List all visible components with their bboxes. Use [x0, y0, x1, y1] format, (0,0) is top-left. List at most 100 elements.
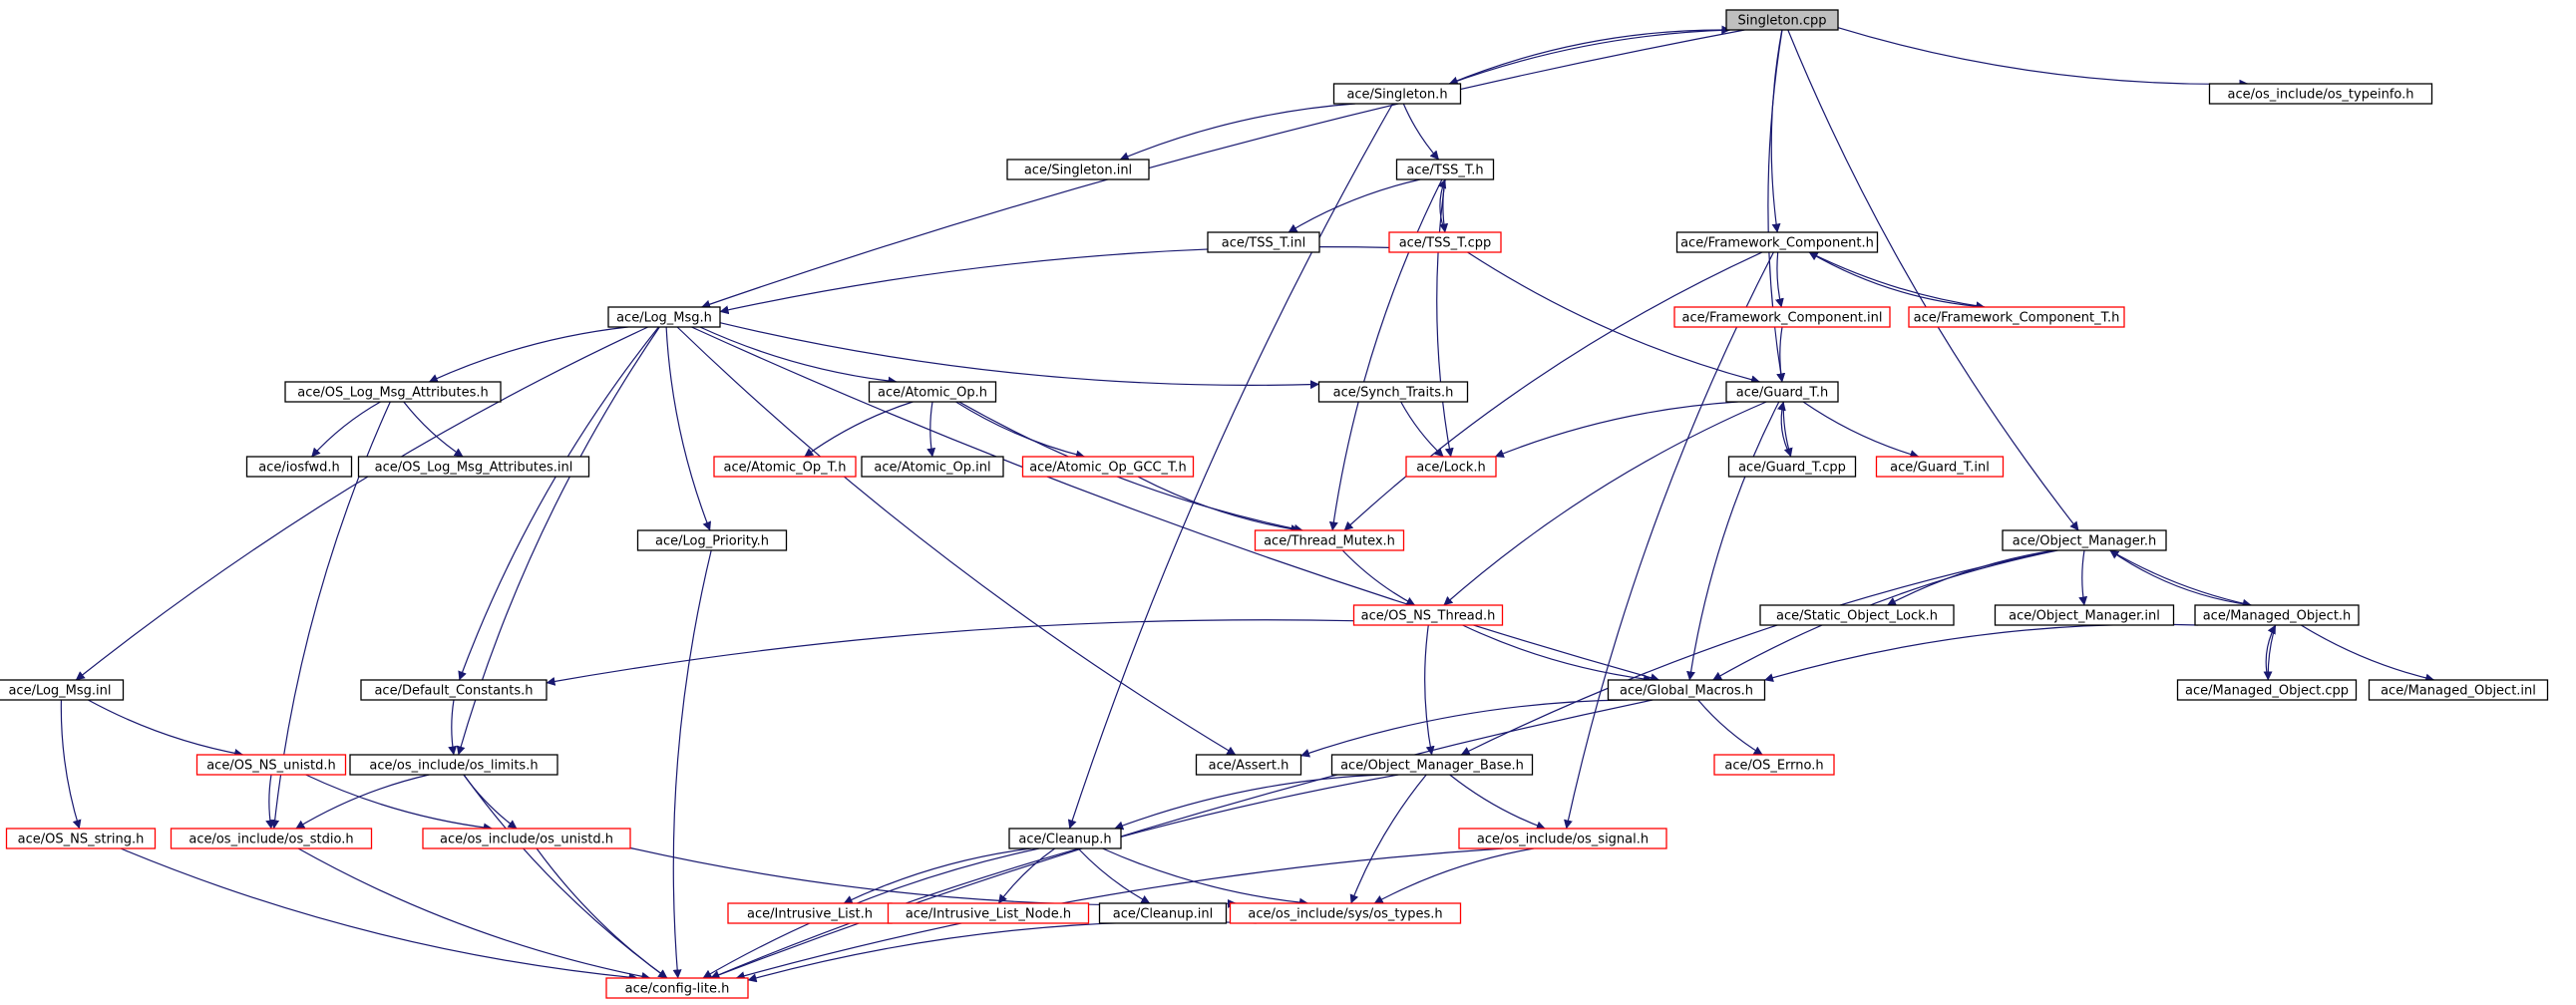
node-log-msg-inl[interactable]: ace/Log_Msg.inl [0, 679, 125, 701]
edge-singleton_h-to-cleanup_h [1067, 103, 1394, 830]
node-cleanup-inl[interactable]: ace/Cleanup.inl [1098, 902, 1228, 924]
node-box [245, 456, 353, 478]
node-lock-h[interactable]: ace/Lock.h [1405, 456, 1497, 478]
edge-guard_t_cpp-to-guard_t_h [1777, 401, 1792, 458]
node-label: ace/TSS_T.h [1406, 164, 1483, 178]
edge-singleton_cpp-to-object_manager_h [1787, 29, 2079, 531]
node-os-errno-h[interactable]: ace/OS_Errno.h [1713, 754, 1835, 776]
node-atomic-op-t-h[interactable]: ace/Atomic_Op_T.h [713, 456, 857, 478]
edge-os_unistd_h-to-config_lite_h [536, 847, 668, 979]
node-os-ns-string-h[interactable]: ace/OS_NS_string.h [5, 828, 157, 849]
node-label: ace/os_include/os_stdio.h [188, 833, 353, 847]
node-os-signal-h[interactable]: ace/os_include/os_signal.h [1458, 828, 1667, 849]
node-guard-t-h[interactable]: ace/Guard_T.h [1725, 381, 1839, 403]
edge-atomic_op_h-to-atomic_op_t_h [804, 401, 914, 458]
edge-log_msg_h-to-default_constants_h [458, 326, 659, 681]
edge-framework_component_t_h-to-framework_component_h [1808, 251, 1986, 308]
edge-synch_traits_h-to-lock_h [1400, 401, 1444, 458]
node-global-macros-h[interactable]: ace/Global_Macros.h [1607, 679, 1766, 701]
node-atomic-op-inl[interactable]: ace/Atomic_Op.inl [861, 456, 1004, 478]
edge-log_msg_h-to-global_macros_h [691, 326, 1660, 683]
node-box [1725, 381, 1839, 403]
edge-object_manager_h-to-object_manager_inl [2078, 549, 2088, 606]
node-singleton-inl[interactable]: ace/Singleton.inl [1006, 159, 1150, 180]
node-synch-traits-h[interactable]: ace/Synch_Traits.h [1317, 381, 1469, 403]
node-label: ace/Log_Msg.inl [8, 684, 111, 699]
node-box [360, 679, 548, 701]
edge-framework_component_h-to-framework_component_inl [1775, 251, 1784, 308]
node-intrusive-list-h[interactable]: ace/Intrusive_List.h [727, 902, 893, 924]
node-tss-t-cpp[interactable]: ace/TSS_T.cpp [1388, 231, 1502, 253]
node-box [1673, 306, 1891, 328]
edge-log_msg_h-to-log_msg_inl [75, 326, 649, 681]
node-label: ace/os_include/os_unistd.h [440, 833, 613, 847]
edge-global_macros_h-to-config_lite_h [710, 699, 1654, 980]
node-box [1875, 456, 2005, 478]
edge-os_signal_h-to-os_types_h [1373, 847, 1535, 904]
node-box [2368, 679, 2549, 701]
node-tss-t-inl[interactable]: ace/TSS_T.inl [1207, 231, 1320, 253]
node-box [1098, 902, 1228, 924]
node-framework-component-h[interactable]: ace/Framework_Component.h [1675, 231, 1879, 253]
node-atomic-op-h[interactable]: ace/Atomic_Op.h [868, 381, 997, 403]
node-box [887, 902, 1090, 924]
node-log-priority-h[interactable]: ace/Log_Priority.h [636, 529, 788, 551]
node-static-object-lock-h[interactable]: ace/Static_Object_Lock.h [1759, 604, 1955, 626]
node-os-typeinfo-h[interactable]: ace/os_include/os_typeinfo.h [2208, 83, 2433, 105]
node-label: ace/config-lite.h [625, 982, 730, 997]
node-managed-object-h[interactable]: ace/Managed_Object.h [2194, 604, 2360, 626]
node-managed-object-inl[interactable]: ace/Managed_Object.inl [2368, 679, 2549, 701]
node-label: ace/Singleton.h [1346, 88, 1447, 103]
node-config-lite-h[interactable]: ace/config-lite.h [605, 977, 749, 999]
node-os-ns-thread-h[interactable]: ace/OS_NS_Thread.h [1352, 604, 1504, 626]
edge-log_msg_h-to-log_priority_h [665, 326, 712, 531]
node-object-manager-base-h[interactable]: ace/Object_Manager_Base.h [1330, 754, 1534, 776]
node-atomic-op-gcc-t-h[interactable]: ace/Atomic_Op_GCC_T.h [1021, 456, 1195, 478]
node-framework-component-inl[interactable]: ace/Framework_Component.inl [1673, 306, 1891, 328]
node-label: ace/OS_NS_string.h [18, 833, 145, 847]
node-cleanup-h[interactable]: ace/Cleanup.h [1008, 828, 1122, 849]
edges-layer [60, 25, 2435, 983]
node-guard-t-cpp[interactable]: ace/Guard_T.cpp [1727, 456, 1857, 478]
node-default-constants-h[interactable]: ace/Default_Constants.h [360, 679, 548, 701]
node-guard-t-inl[interactable]: ace/Guard_T.inl [1875, 456, 2005, 478]
node-os-log-msg-attributes-h[interactable]: ace/OS_Log_Msg_Attributes.h [284, 381, 502, 403]
node-box [1317, 381, 1469, 403]
node-box [1607, 679, 1766, 701]
node-label: ace/Global_Macros.h [1620, 684, 1753, 699]
node-label: ace/OS_Log_Msg_Attributes.inl [375, 461, 573, 476]
node-os-types-h[interactable]: ace/os_include/sys/os_types.h [1229, 902, 1462, 924]
node-thread-mutex-h[interactable]: ace/Thread_Mutex.h [1254, 529, 1405, 551]
edge-object_manager_h-to-global_macros_h [1712, 549, 2058, 681]
edge-os_signal_h-to-config_lite_h [735, 847, 1504, 981]
node-box [284, 381, 502, 403]
node-os-stdio-h[interactable]: ace/os_include/os_stdio.h [170, 828, 373, 849]
node-box [861, 456, 1004, 478]
node-box [605, 977, 749, 999]
node-intrusive-list-node-h[interactable]: ace/Intrusive_List_Node.h [887, 902, 1090, 924]
node-iosfwd-h[interactable]: ace/iosfwd.h [245, 456, 353, 478]
node-singleton-cpp[interactable]: Singleton.cpp [1725, 9, 1839, 31]
node-label: ace/os_include/os_limits.h [369, 759, 538, 774]
node-os-unistd-h[interactable]: ace/os_include/os_unistd.h [422, 828, 631, 849]
edge-cleanup_h-to-intrusive_list_node_h [997, 847, 1056, 904]
node-tss-t-h[interactable]: ace/TSS_T.h [1395, 159, 1495, 180]
node-framework-component-t-h[interactable]: ace/Framework_Component_T.h [1908, 306, 2125, 328]
node-box [1908, 306, 2125, 328]
node-box [1254, 529, 1405, 551]
node-assert-h[interactable]: ace/Assert.h [1195, 754, 1302, 776]
node-label: ace/Atomic_Op_GCC_T.h [1029, 461, 1187, 476]
node-object-manager-h[interactable]: ace/Object_Manager.h [2002, 529, 2167, 551]
node-label: ace/Thread_Mutex.h [1264, 534, 1395, 549]
node-object-manager-inl[interactable]: ace/Object_Manager.inl [1994, 604, 2175, 626]
node-log-msg-h[interactable]: ace/Log_Msg.h [607, 306, 721, 328]
node-os-log-msg-attributes-inl[interactable]: ace/OS_Log_Msg_Attributes.inl [357, 456, 590, 478]
edge-os_ns_unistd_h-to-os_unistd_h [305, 774, 493, 833]
node-singleton-h[interactable]: ace/Singleton.h [1332, 83, 1462, 105]
node-label: ace/os_include/os_signal.h [1477, 833, 1649, 847]
node-os-ns-unistd-h[interactable]: ace/OS_NS_unistd.h [195, 754, 347, 776]
edge-framework_component_h-to-os_signal_h [1564, 251, 1774, 830]
node-box [170, 828, 373, 849]
node-os-limits-h[interactable]: ace/os_include/os_limits.h [349, 754, 558, 776]
node-managed-object-cpp[interactable]: ace/Managed_Object.cpp [2176, 679, 2358, 701]
